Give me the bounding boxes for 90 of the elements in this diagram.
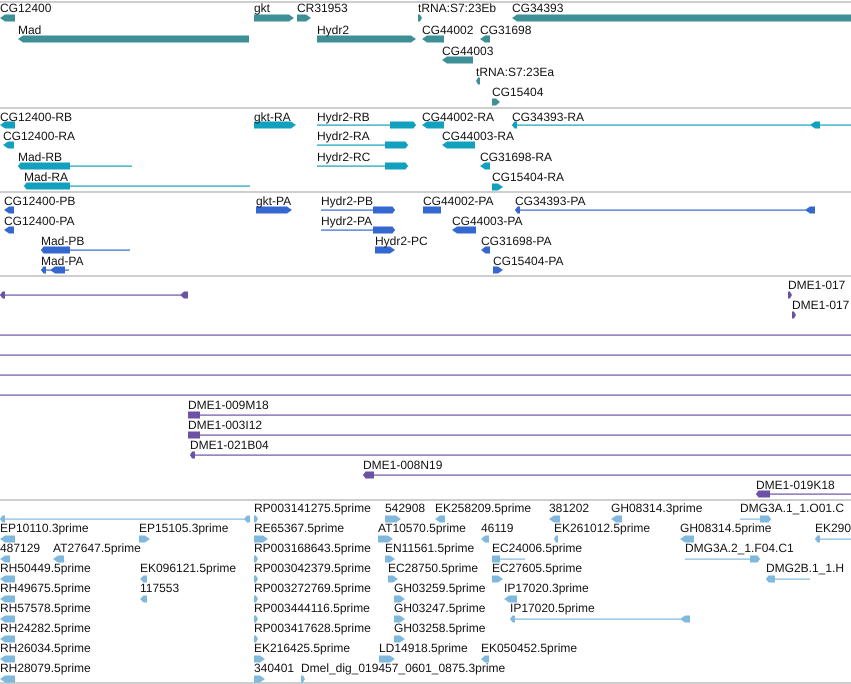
feature-label: CG44003-PA xyxy=(452,215,522,228)
feature-label: CG12400-RA xyxy=(3,130,76,143)
feature-label: Mad-RB xyxy=(18,151,62,164)
feature-label: EK261012.5prime xyxy=(554,522,650,535)
feature-label: CG15404-RA xyxy=(492,171,564,184)
feature-label: EK290 xyxy=(815,522,851,535)
feature-label: CR31953 xyxy=(297,2,348,15)
feature-label: RH24282.5prime xyxy=(0,622,91,635)
feature-label: GH08314.5prime xyxy=(680,522,772,535)
feature-label: CG34393-RA xyxy=(512,111,584,124)
feature-label: 381202 xyxy=(549,502,590,515)
feature-label: DME1-021B04 xyxy=(190,439,269,452)
feature-label: RP003417628.5prime xyxy=(254,622,371,635)
feature-label: DME1-003I12 xyxy=(188,419,262,432)
feature-label: tRNA:S7:23Eb xyxy=(418,2,496,15)
feature-label: RP003272769.5prime xyxy=(254,582,371,595)
feature-label: RE65367.5prime xyxy=(254,522,344,535)
feature-label: gkt-PA xyxy=(256,195,292,208)
feature-label: Mad-PB xyxy=(41,235,84,248)
feature-label: RP003444116.5prime xyxy=(254,602,370,615)
feature-label: Hydr2-PC xyxy=(375,235,428,248)
feature-label: DME1-008N19 xyxy=(363,459,442,472)
feature-label: CG12400-PB xyxy=(4,195,76,208)
feature-label: DMG3A.1_1.O01.C xyxy=(740,502,844,515)
feature-label: Hydr2-PB xyxy=(321,195,374,208)
feature-label: 117553 xyxy=(140,582,180,595)
feature-label: RH57578.5prime xyxy=(0,602,91,615)
feature-label: GH03259.5prime xyxy=(394,582,486,595)
feature-label: CG34393-PA xyxy=(515,195,586,208)
feature-label: GH08314.3prime xyxy=(611,502,702,515)
feature-label: Mad xyxy=(18,24,42,37)
feature-label: Dmel_dig_019457_0601_0875.3prime xyxy=(301,662,506,675)
feature-label: CG31698-PA xyxy=(481,235,552,248)
feature-label: IP17020.3prime xyxy=(504,582,589,595)
feature-label: gkt xyxy=(254,2,270,15)
feature-label: Hydr2 xyxy=(317,24,350,37)
feature-label: DME1-017 xyxy=(788,279,846,292)
feature-label: Hydr2-RC xyxy=(317,151,370,164)
feature-label: 46119 xyxy=(481,522,514,535)
feature-label: EC24006.5prime xyxy=(492,542,582,555)
feature-label: CG44002-PA xyxy=(423,195,494,208)
feature-label: CG44003-RA xyxy=(442,130,514,143)
feature-label: Hydr2-PA xyxy=(321,215,372,228)
feature-label: RH28079.5prime xyxy=(0,662,91,675)
feature-label: CG31698-RA xyxy=(480,151,552,164)
feature-label: DMG3A.2_1.F04.C1 xyxy=(685,542,794,555)
feature-label: EP10110.3prime xyxy=(0,522,88,535)
feature-label: DME1-017 xyxy=(792,299,850,312)
feature-label: RP003141275.5prime xyxy=(254,502,371,515)
feature-label: CG44003 xyxy=(442,45,494,58)
feature-label: RP003168643.5prime xyxy=(254,542,371,555)
feature-label: EC27605.5prime xyxy=(492,562,582,575)
feature-label: EK050452.5prime xyxy=(481,642,578,655)
feature-label: CG12400-RB xyxy=(0,111,72,124)
feature-label: Hydr2-RB xyxy=(317,111,370,124)
feature-label: CG44002-RA xyxy=(422,111,494,124)
feature-label: DMG2B.1_1.H xyxy=(766,562,844,575)
feature-label: RP003042379.5prime xyxy=(254,562,371,575)
feature-label: RH26034.5prime xyxy=(0,642,91,655)
feature-label: GH03247.5prime xyxy=(394,602,486,615)
feature-label: CG44002 xyxy=(422,24,474,37)
feature-label: CG15404-PA xyxy=(493,255,564,268)
feature-label: Mad-RA xyxy=(24,171,68,184)
feature-label: EP15105.3prime xyxy=(139,522,228,535)
feature-label: RH50449.5prime xyxy=(0,562,91,575)
feature-label: EK096121.5prime xyxy=(140,562,236,575)
feature-label: tRNA:S7:23Ea xyxy=(476,66,554,79)
feature-label: GH03258.5prime xyxy=(394,622,486,635)
feature-label: CG34393 xyxy=(512,2,564,15)
feature-label: LD14918.5prime xyxy=(379,642,468,655)
feature-label: CG12400 xyxy=(0,2,52,15)
feature-label: Mad-PA xyxy=(41,255,84,268)
feature-label: AT27647.5prime xyxy=(53,542,141,555)
feature-label: EC28750.5prime xyxy=(388,562,478,575)
feature-label: DME1-009M18 xyxy=(188,399,269,412)
feature-label: AT10570.5prime xyxy=(378,522,466,535)
feature-label: RH49675.5prime xyxy=(0,582,91,595)
feature-label: EK216425.5prime xyxy=(254,642,350,655)
feature-label: CG31698 xyxy=(480,24,532,37)
feature-label: gkt-RA xyxy=(254,111,291,124)
feature-label: EK258209.5prime xyxy=(435,502,532,515)
feature-label: CG12400-PA xyxy=(4,215,74,228)
feature-label: 340401 xyxy=(254,662,294,675)
feature-label: 487129 xyxy=(0,542,40,555)
feature-label: 542908 xyxy=(385,502,426,515)
feature-label: IP17020.5prime xyxy=(510,602,595,615)
feature-label: Hydr2-RA xyxy=(317,130,370,143)
feature-label: CG15404 xyxy=(492,86,544,99)
feature-label: DME1-019K18 xyxy=(756,479,835,492)
feature-label: EN11561.5prime xyxy=(385,542,474,555)
